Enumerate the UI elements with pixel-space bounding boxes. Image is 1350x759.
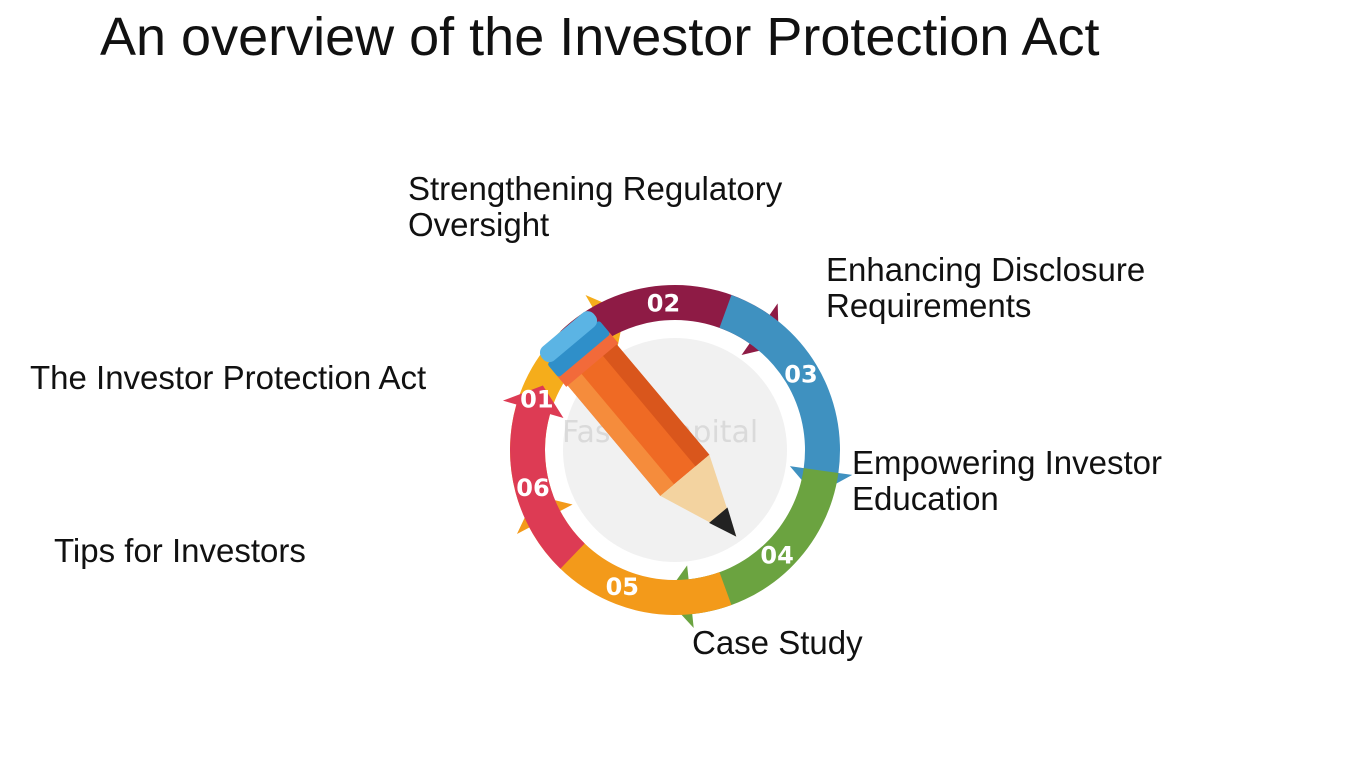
- cycle-segments: [502, 285, 853, 629]
- step-05-label: Case Study: [692, 625, 863, 661]
- step-06-label: Tips for Investors: [54, 533, 306, 569]
- step-02-number: 02: [647, 289, 680, 317]
- step-01-label-line: The Investor Protection Act: [30, 359, 427, 396]
- step-04-number: 04: [760, 542, 793, 570]
- step-03-label-line-2: Requirements: [826, 287, 1032, 324]
- pencil-body: [563, 339, 710, 496]
- step-06-label-line: Tips for Investors: [54, 532, 306, 569]
- step-02-label: Strengthening Regulatory Oversight: [408, 171, 782, 243]
- step-04-label: Empowering Investor Education: [852, 445, 1162, 517]
- step-03-label-line-1: Enhancing Disclosure: [826, 251, 1146, 288]
- cycle-segment-05: [516, 495, 732, 615]
- step-02-label-line-2: Oversight: [408, 206, 550, 243]
- page-title: An overview of the Investor Protection A…: [100, 7, 1100, 67]
- cycle-numbers: 01 02 03 04 05 06: [516, 289, 817, 601]
- step-04-label-line-2: Education: [852, 480, 999, 517]
- step-04-label-line-1: Empowering Investor: [852, 444, 1162, 481]
- step-01-label: The Investor Protection Act: [30, 360, 426, 396]
- step-03-label: Enhancing Disclosure Requirements: [826, 252, 1145, 324]
- pencil-eraser: [548, 321, 610, 377]
- step-02-label-line-1: Strengthening Regulatory: [408, 170, 783, 207]
- cycle-segment-06: [502, 385, 585, 569]
- cycle-segment-02: [560, 285, 779, 357]
- step-05-label-line: Case Study: [692, 624, 863, 661]
- step-06-number: 06: [516, 474, 549, 502]
- step-01-number: 01: [520, 386, 553, 414]
- pencil-icon: [539, 311, 737, 537]
- step-05-number: 05: [606, 573, 639, 601]
- step-03-number: 03: [784, 360, 817, 388]
- cycle-segment-03: [719, 294, 853, 496]
- cycle-diagram: 01 02 03 04 05 06 FasterCapital: [502, 285, 853, 629]
